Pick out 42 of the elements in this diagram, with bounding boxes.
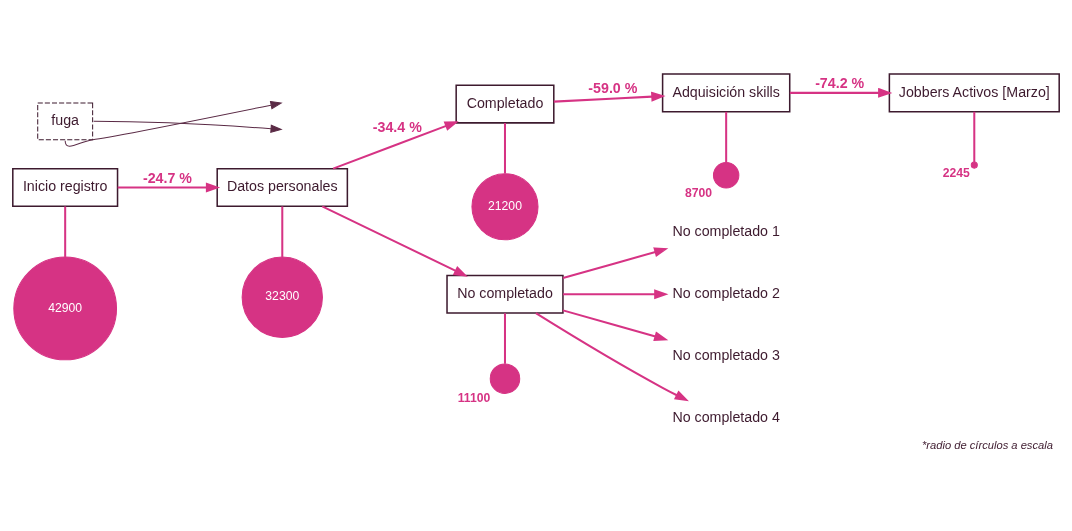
arrow bbox=[563, 289, 669, 300]
connector bbox=[973, 111, 976, 162]
node-circle: 32300 bbox=[241, 256, 323, 338]
caption: *radio de círculos a escala bbox=[921, 438, 1053, 451]
arrow bbox=[553, 91, 666, 103]
arrow bbox=[789, 87, 893, 98]
node-label: 8700 bbox=[684, 185, 713, 200]
node-text: No completado 3 bbox=[672, 347, 780, 364]
node-box: Adquisición skills bbox=[661, 73, 791, 113]
arrow bbox=[64, 101, 283, 147]
node-label: 11100 bbox=[457, 391, 491, 406]
node-circle bbox=[970, 161, 978, 169]
connector bbox=[503, 313, 506, 364]
node-text: No completado 4 bbox=[672, 409, 780, 426]
edge-label: -74.2 % bbox=[815, 75, 865, 91]
node-box: Jobbers Activos [Marzo] bbox=[888, 73, 1060, 113]
connector bbox=[503, 123, 506, 174]
arrow bbox=[535, 312, 689, 402]
arrow bbox=[562, 309, 669, 342]
node-text: No completado 2 bbox=[672, 284, 780, 301]
edge-label: -34.4 % bbox=[372, 118, 422, 135]
edge-label: -59.0 % bbox=[588, 80, 638, 97]
edge-label: -24.7 % bbox=[142, 169, 192, 186]
node-circle: 42900 bbox=[13, 256, 118, 361]
node-text: No completado 1 bbox=[672, 222, 780, 239]
connector bbox=[725, 111, 728, 163]
node-circle bbox=[489, 363, 521, 394]
node-box: Inicio registro bbox=[12, 167, 119, 208]
node-label: 2245 bbox=[942, 165, 970, 180]
connector bbox=[64, 206, 67, 257]
arrow bbox=[562, 247, 669, 280]
node-box: Datos personales bbox=[216, 167, 349, 208]
node-box: Completado bbox=[455, 84, 555, 124]
node-circle: 21200 bbox=[471, 173, 539, 241]
node-circle bbox=[712, 162, 740, 189]
arrow bbox=[93, 120, 283, 133]
arrow bbox=[321, 205, 468, 277]
arrow bbox=[117, 182, 221, 193]
node-box: No completado bbox=[446, 274, 564, 314]
connector bbox=[281, 206, 284, 257]
arrow bbox=[332, 121, 459, 170]
node-box: fuga bbox=[37, 102, 94, 141]
